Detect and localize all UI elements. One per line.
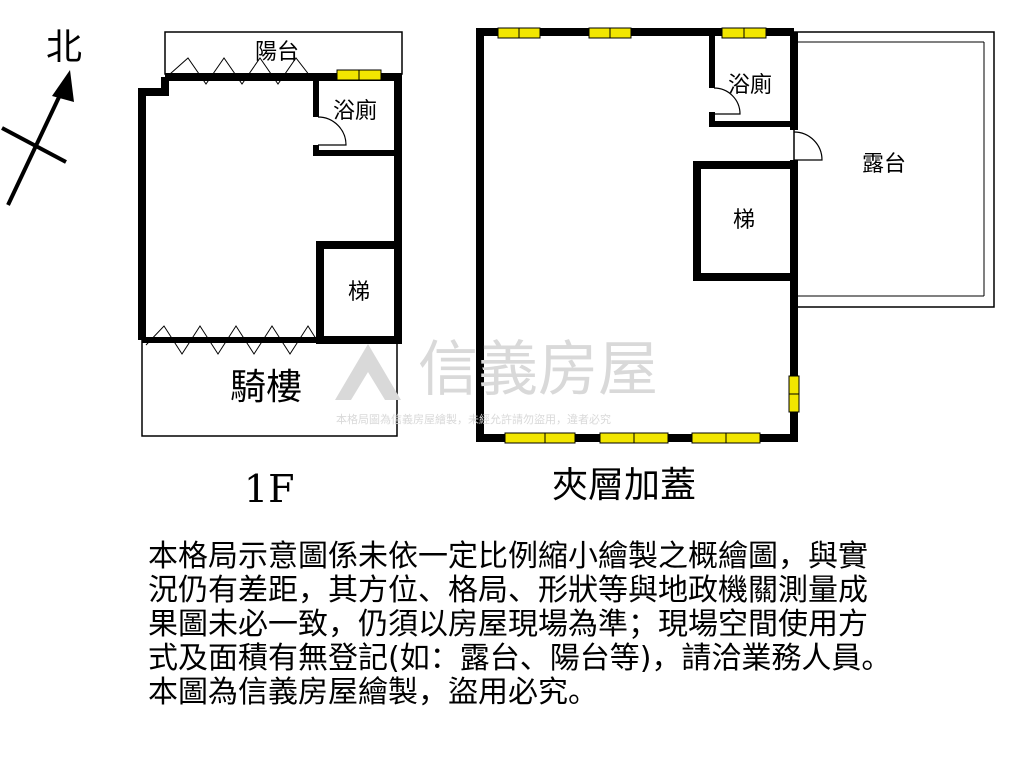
disclaimer-text: 本格局示意圖係未依一定比例縮小繪製之概繪圖，與實 況仍有差距，其方位、格局、形狀… bbox=[148, 540, 1020, 710]
mezzanine-plan bbox=[476, 27, 995, 444]
room-label-1f-balcony: 陽台 bbox=[255, 40, 300, 65]
room-label-mezz-stairs: 梯 bbox=[733, 208, 756, 233]
room-label-1f-bathroom: 浴廁 bbox=[333, 99, 378, 124]
watermark-brand: 信義房屋 bbox=[418, 335, 658, 405]
watermark-logo bbox=[335, 344, 401, 400]
room-label-1f-arcade: 騎樓 bbox=[230, 367, 303, 408]
disclaimer-line: 況仍有差距，其方位、格局、形狀等與地政機關測量成 bbox=[148, 573, 868, 608]
disclaimer-line: 果圖未必一致，仍須以房屋現場為準；現場空間使用方 bbox=[148, 607, 868, 642]
room-label-mezz-bathroom: 浴廁 bbox=[728, 73, 773, 98]
floor-caption-1f: 1F bbox=[244, 467, 295, 511]
floor-caption-mezzanine: 夾層加蓋 bbox=[552, 465, 697, 506]
compass-arrow-icon bbox=[1, 70, 74, 206]
watermark-notice: 本格局圖為信義房屋繪製，未經允許請勿盜用，違者必究 bbox=[336, 413, 611, 426]
disclaimer-line: 式及面積有無登記(如：露台、陽台等)，請洽業務人員。 bbox=[148, 641, 892, 676]
disclaimer-line: 本圖為信義房屋繪製，盜用必究。 bbox=[148, 675, 598, 710]
room-label-1f-stairs: 梯 bbox=[348, 280, 371, 305]
room-label-mezz-terrace: 露台 bbox=[862, 152, 907, 177]
compass-north-label: 北 bbox=[46, 27, 83, 68]
floor-1f-plan bbox=[138, 31, 403, 437]
disclaimer-line: 本格局示意圖係未依一定比例縮小繪製之概繪圖，與實 bbox=[148, 539, 868, 574]
